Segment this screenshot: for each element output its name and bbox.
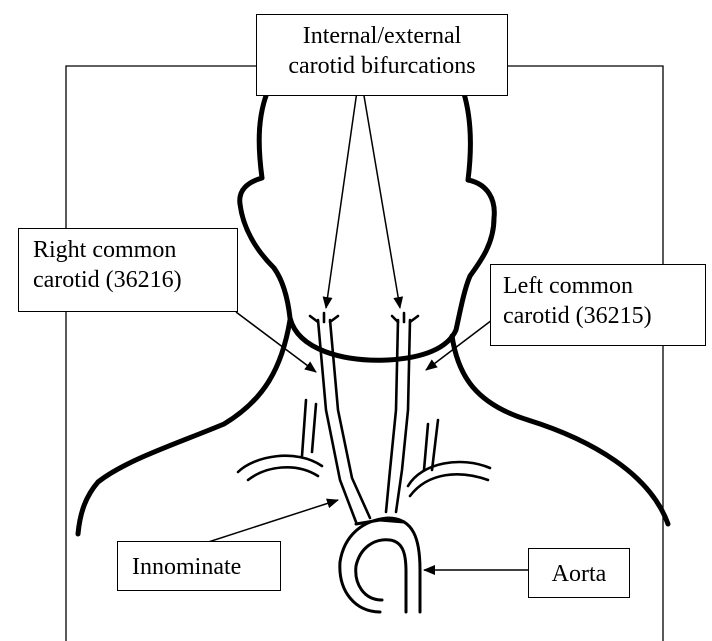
left-common-carotid-line2: carotid (36215) (503, 301, 693, 331)
bifurcations-label-line1: Internal/external (267, 21, 497, 51)
bifurcation-arrow-right (326, 84, 358, 308)
right-shoulder-outline (452, 336, 668, 524)
right-common-carotid-line1: Right common (33, 235, 223, 265)
innominate-arrow (196, 500, 338, 546)
left-common-carotid-vessel (386, 313, 418, 512)
right-vertebral-vessel (302, 400, 316, 456)
aortic-arch (340, 518, 420, 612)
left-common-carotid-line1: Left common (503, 271, 693, 301)
bifurcation-arrow-left (362, 84, 400, 308)
innominate-label-text: Innominate (132, 552, 266, 582)
head-outline (240, 82, 495, 360)
left-common-carotid-label: Left common carotid (36215) (490, 264, 706, 346)
left-subclavian-vessel (408, 462, 490, 496)
left-shoulder-outline (78, 320, 290, 534)
right-common-carotid-line2: carotid (36216) (33, 265, 223, 295)
aorta-label: Aorta (528, 548, 630, 598)
bifurcations-label: Internal/external carotid bifurcations (256, 14, 508, 96)
bifurcations-label-line2: carotid bifurcations (267, 51, 497, 81)
right-common-carotid-label: Right common carotid (36216) (18, 228, 238, 312)
aorta-label-text: Aorta (543, 559, 615, 589)
innominate-label: Innominate (117, 541, 281, 591)
right-common-carotid-vessel (310, 313, 370, 522)
left-vertebral-vessel (424, 420, 438, 470)
right-subclavian-vessel (238, 456, 322, 480)
